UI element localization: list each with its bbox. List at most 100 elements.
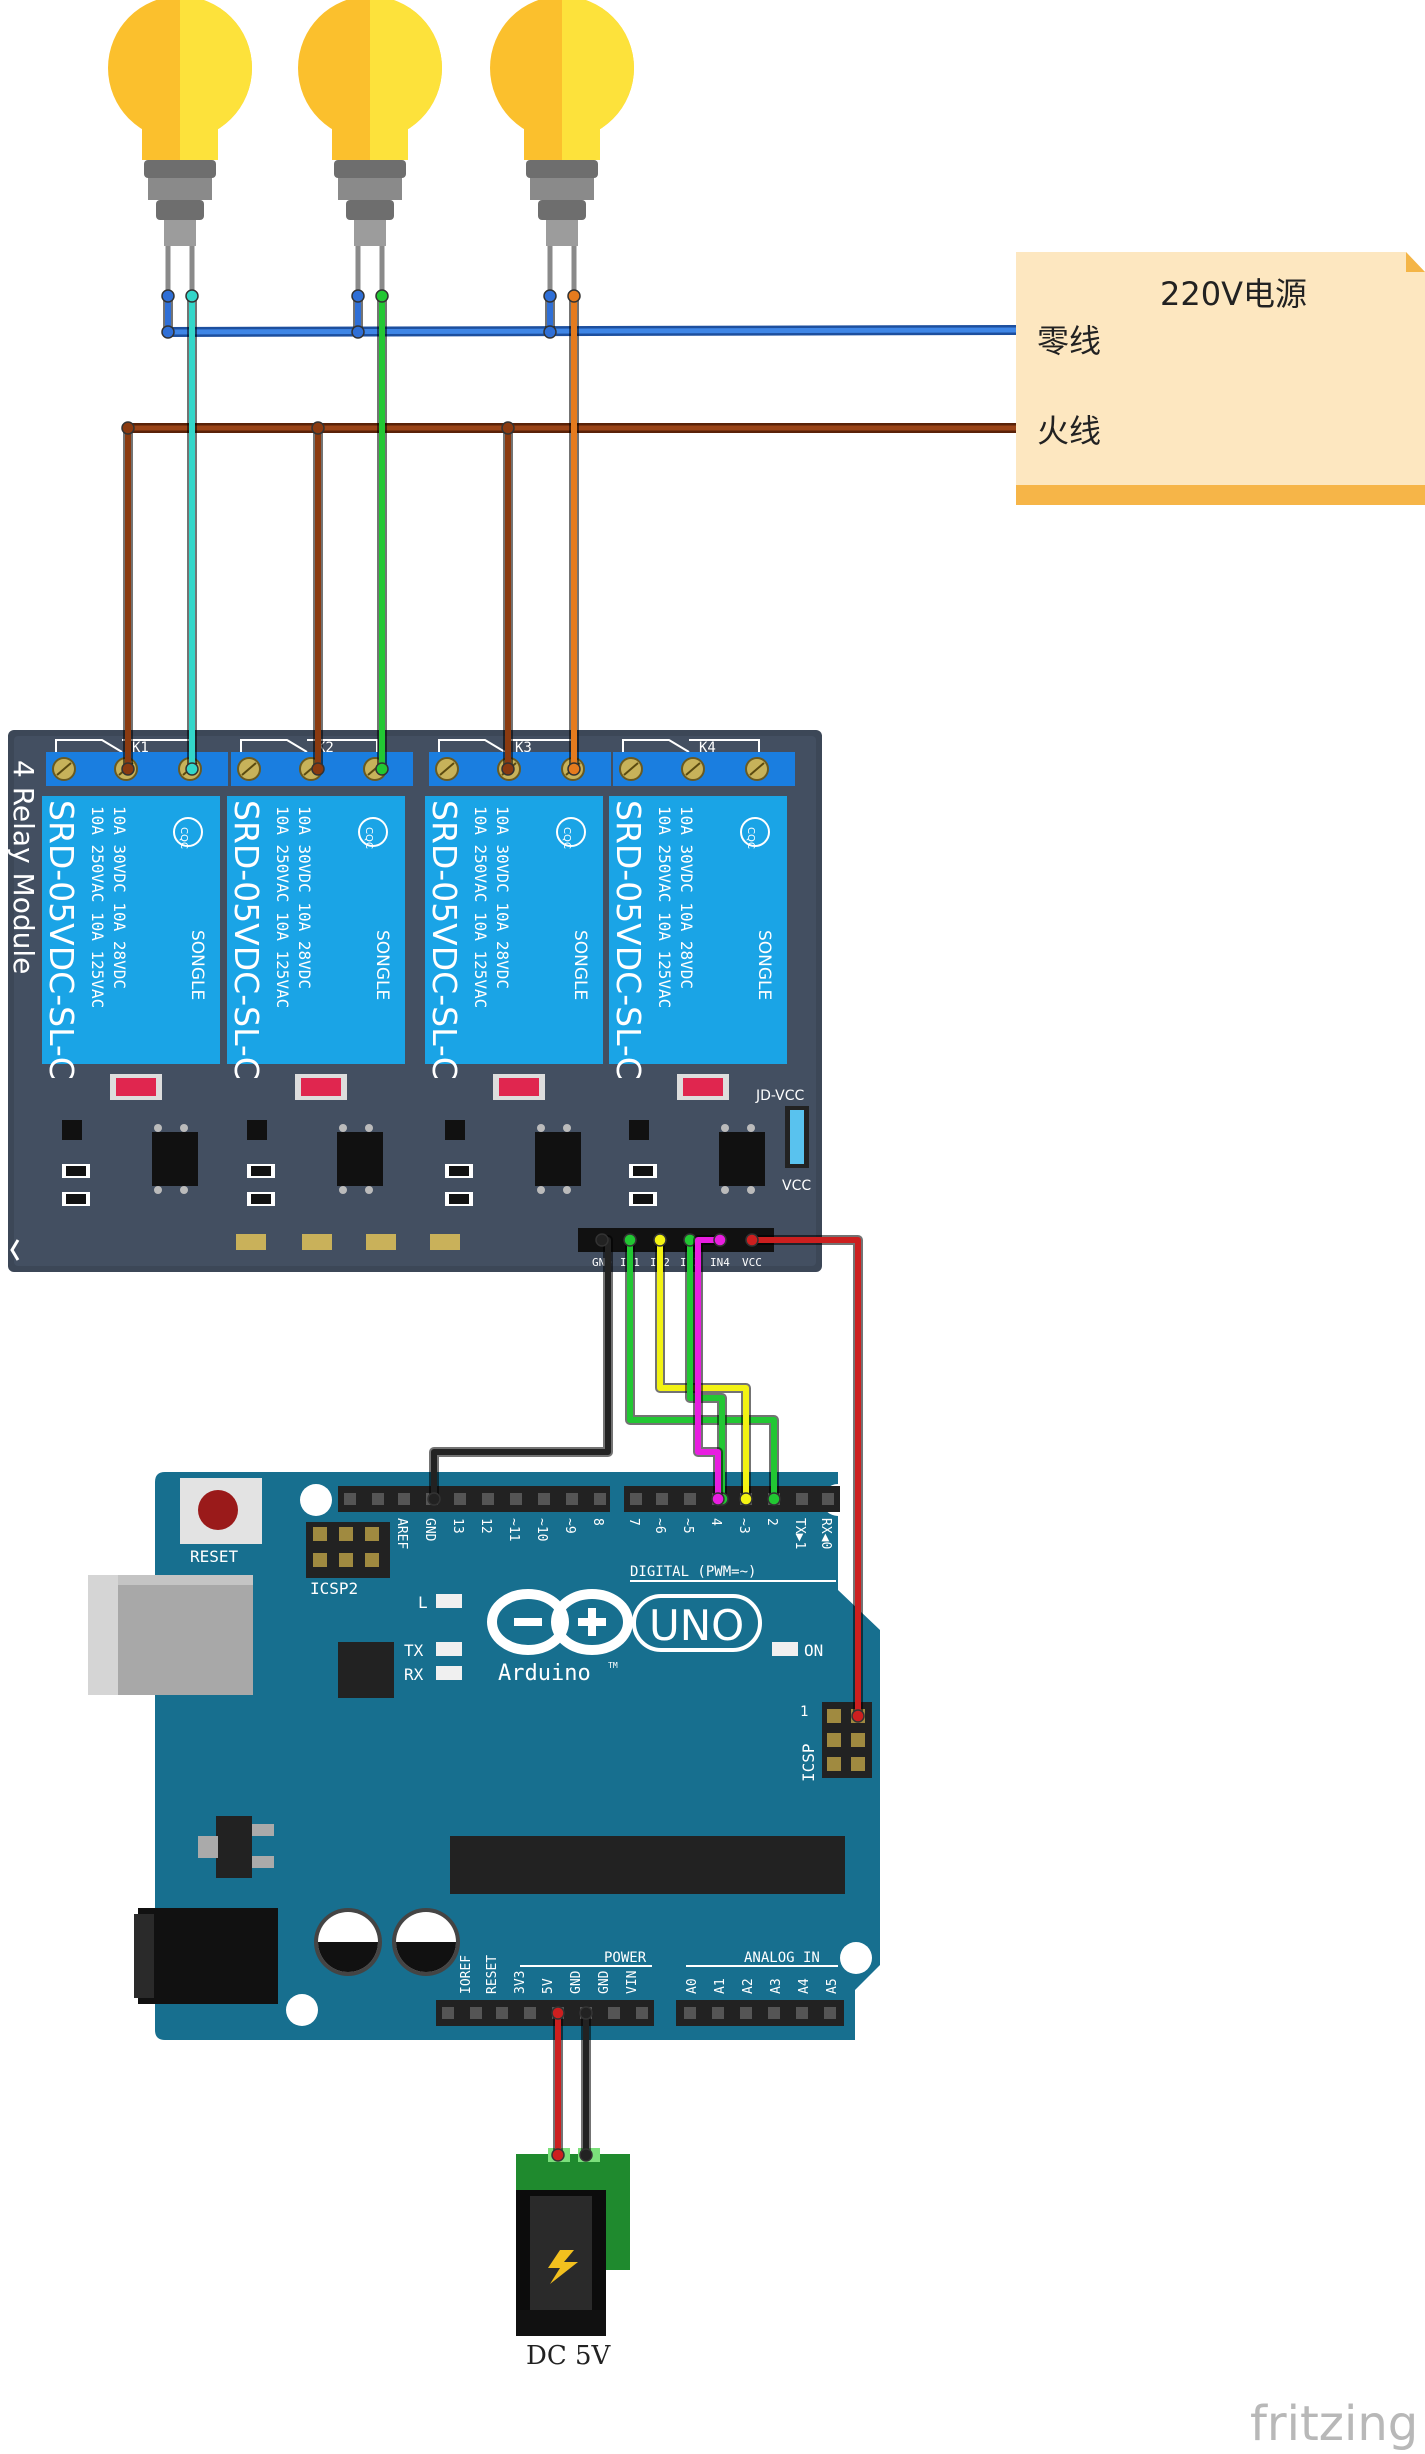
relay-brand: SONGLE xyxy=(570,930,590,1000)
icsp2-label: ICSP2 xyxy=(310,1579,358,1598)
optocoupler xyxy=(719,1132,765,1186)
pin-label: IOREF xyxy=(459,1955,474,1994)
pin-label: A5 xyxy=(825,1978,840,1994)
relay-rating: 10A 30VDC 10A 28VDC xyxy=(295,806,314,989)
pin-label: VIN xyxy=(625,1971,640,1994)
live-label: 火线 xyxy=(1037,412,1101,450)
relay-cert: CQC xyxy=(178,827,189,849)
optocoupler xyxy=(152,1132,198,1186)
arduino-logo: UNO Arduino TM xyxy=(487,1589,762,1686)
relay-rating: 10A 250VAC 10A 125VAC xyxy=(655,806,674,1008)
relay-rating: 10A 250VAC 10A 125VAC xyxy=(471,806,490,1008)
vcc-jumper-label: VCC xyxy=(782,1178,811,1194)
pin-label: A4 xyxy=(797,1978,812,1994)
pin-label: 12 xyxy=(478,1518,493,1534)
transistor xyxy=(247,1120,267,1140)
neutral-label: 零线 xyxy=(1037,322,1101,360)
pin-label: A2 xyxy=(741,1978,756,1994)
pin-label: 5V xyxy=(541,1978,556,1994)
relay-brand: SONGLE xyxy=(187,930,207,1000)
light-bulb-1 xyxy=(108,0,252,296)
power-label: POWER xyxy=(604,1950,647,1966)
module-side-label: 4 Relay Module xyxy=(7,760,40,974)
optocoupler xyxy=(535,1132,581,1186)
pin-label: A3 xyxy=(769,1978,784,1994)
neutral-wire xyxy=(164,325,1017,337)
pin-label: ~6 xyxy=(652,1518,667,1534)
transistor xyxy=(445,1120,465,1140)
pin-label: GND xyxy=(569,1970,584,1994)
icsp-pin1-label: 1 xyxy=(800,1704,808,1720)
icsp-label: ICSP xyxy=(799,1743,818,1782)
relay-brand: SONGLE xyxy=(372,930,392,1000)
input-pin-label: VCC xyxy=(742,1256,762,1269)
trademark-label: TM xyxy=(608,1661,618,1670)
relay-rating: 10A 30VDC 10A 28VDC xyxy=(110,806,129,989)
relay-model: SRD-05VDC-SL-C xyxy=(227,800,266,1080)
fritzing-watermark: fritzing xyxy=(1250,2396,1418,2452)
relay-rating: 10A 250VAC 10A 125VAC xyxy=(273,806,292,1008)
light-bulb-2 xyxy=(298,0,442,296)
digital-label: DIGITAL (PWM=~) xyxy=(630,1564,756,1580)
in4-wire xyxy=(695,1237,721,1499)
tx-led-label: TX xyxy=(404,1641,424,1660)
pin-label: 7 xyxy=(626,1518,641,1526)
relay-body xyxy=(42,796,220,1064)
power-source-note: 220V电源 零线 火线 xyxy=(1016,252,1425,505)
relay-cert: CQC xyxy=(745,827,756,849)
signal-wires xyxy=(121,289,865,2162)
rx-led-label: RX xyxy=(404,1665,424,1684)
relay-rating: 10A 30VDC 10A 28VDC xyxy=(677,806,696,989)
on-led-label: ON xyxy=(804,1641,823,1660)
relay-model: SRD-05VDC-SL-C xyxy=(425,800,464,1080)
pin-label: RESET xyxy=(485,1955,500,1994)
power-bolt-icon xyxy=(548,2250,578,2284)
pin-label: ~10 xyxy=(534,1518,549,1541)
relay-cert: CQC xyxy=(561,827,572,849)
relay-rating: 10A 250VAC 10A 125VAC xyxy=(88,806,107,1008)
pin-label: 4 xyxy=(708,1518,723,1526)
pin-label: 13 xyxy=(450,1518,465,1534)
relay-cert: CQC xyxy=(363,827,374,849)
pin-label: TX▶1 xyxy=(792,1518,807,1549)
relay-body xyxy=(609,796,787,1064)
pin-label: 8 xyxy=(590,1518,605,1526)
relay-body xyxy=(227,796,405,1064)
reset-button-label: RESET xyxy=(190,1547,239,1566)
pin-label: ~5 xyxy=(680,1518,695,1534)
in3-wire xyxy=(687,1240,725,1499)
pin-label: AREF xyxy=(394,1518,409,1549)
gnd-wire xyxy=(431,1237,611,1499)
transistor xyxy=(62,1120,82,1140)
lamps xyxy=(108,0,634,296)
light-bulb-3 xyxy=(490,0,634,296)
pin-label: ~3 xyxy=(736,1518,751,1534)
relay-body xyxy=(425,796,603,1064)
relay-brand: SONGLE xyxy=(754,930,774,1000)
pin-label: A1 xyxy=(713,1978,728,1994)
relay-model: SRD-05VDC-SL-C xyxy=(609,800,648,1080)
analog-label: ANALOG IN xyxy=(744,1950,820,1966)
pin-label: RX◀0 xyxy=(818,1518,833,1549)
power-header: IOREF RESET 3V3 5V GND GND VIN A0 A1 A2 A3 A4 A5 xyxy=(442,1955,840,2019)
relay-model: SRD-05VDC-SL-C xyxy=(42,800,81,1080)
jd-vcc-label: JD-VCC xyxy=(755,1088,804,1104)
power-source-title: 220V电源 xyxy=(1160,275,1307,313)
relay-rating: 10A 30VDC 10A 28VDC xyxy=(493,806,512,989)
arduino-brand-label: Arduino xyxy=(498,1661,591,1686)
dc-power-jack: DC 5V xyxy=(516,2148,630,2371)
optocoupler xyxy=(337,1132,383,1186)
pin-label: 3V3 xyxy=(513,1971,528,1994)
vcc-wire xyxy=(752,1237,861,1716)
pin-label: GND xyxy=(597,1970,612,1994)
pin-label: A0 xyxy=(685,1978,700,1994)
input-pin-label: IN4 xyxy=(710,1256,730,1269)
uno-label: UNO xyxy=(649,1601,744,1650)
pin-label: ~9 xyxy=(562,1518,577,1534)
pin-label: GND xyxy=(422,1518,437,1542)
transistor xyxy=(629,1120,649,1140)
